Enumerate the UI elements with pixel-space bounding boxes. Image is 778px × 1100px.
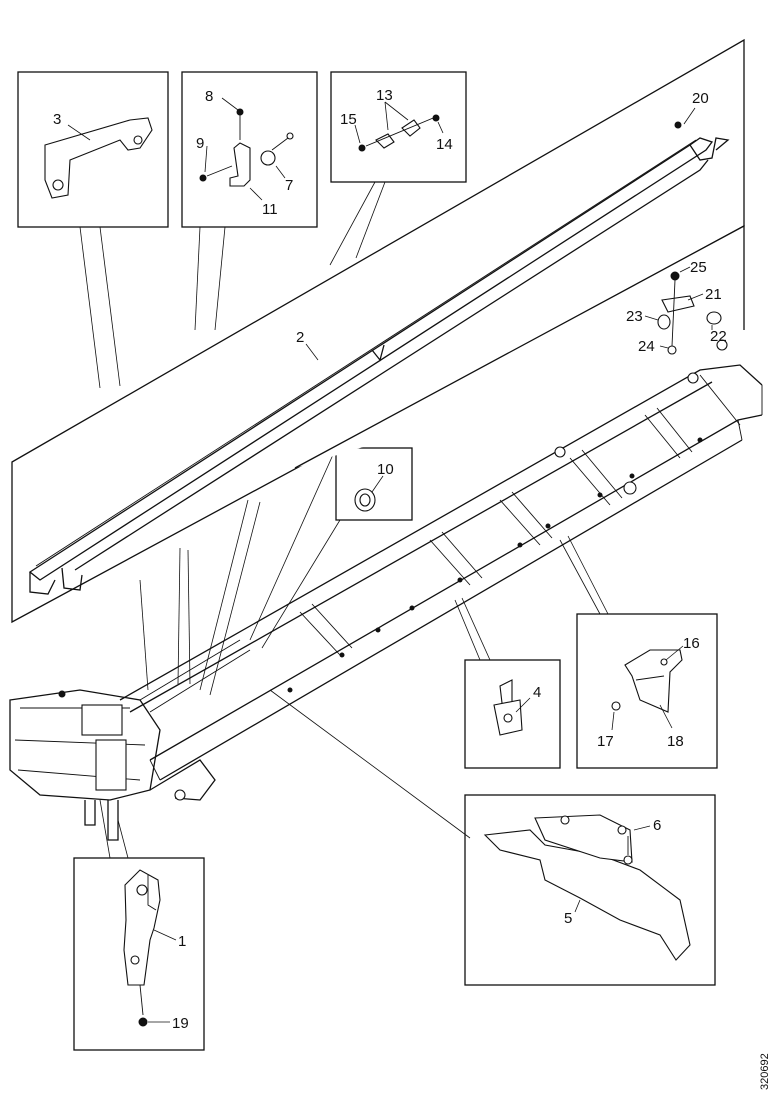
callout-4: 4 [533, 684, 541, 701]
callout-14: 14 [436, 136, 453, 153]
callout-20: 20 [692, 90, 709, 107]
inset-part-10: 10 [249, 447, 413, 649]
inset-parts-7-8-9-11: 8 9 7 11 [181, 71, 318, 331]
callout-8: 8 [205, 88, 213, 105]
callout-16: 16 [683, 635, 700, 652]
rail-panel [11, 38, 745, 624]
inset-parts-21-25: 25 21 23 22 24 [626, 259, 727, 355]
callout-5: 5 [564, 910, 572, 927]
callout-24: 24 [638, 338, 655, 355]
callout-22: 22 [710, 328, 727, 345]
callout-6: 6 [653, 817, 661, 834]
callout-19: 19 [172, 1015, 189, 1032]
callout-13: 13 [376, 87, 393, 104]
callout-10: 10 [377, 461, 394, 478]
inset-part-3: 3 [17, 71, 169, 389]
callout-11: 11 [262, 201, 278, 218]
callout-7: 7 [285, 177, 293, 194]
callout-18: 18 [667, 733, 684, 750]
callout-3: 3 [53, 111, 61, 128]
callout-17: 17 [597, 733, 614, 750]
inset-parts-1-19: 1 19 [73, 799, 205, 1051]
inset-parts-16-17-18: 16 17 18 [559, 535, 718, 769]
callout-21: 21 [705, 286, 722, 303]
inset-parts-5-6: 6 5 [269, 689, 716, 986]
callout-9: 9 [196, 135, 204, 152]
callout-25: 25 [690, 259, 707, 276]
document-number: 320692 [759, 1053, 771, 1090]
callout-2: 2 [296, 329, 304, 346]
callout-23: 23 [626, 308, 643, 325]
inset-parts-13-14-15: 13 15 14 [329, 71, 467, 266]
inset-part-4: 4 [454, 597, 561, 769]
callout-1: 1 [178, 933, 186, 950]
front-mount-assembly [9, 499, 261, 841]
chassis-frame [119, 224, 763, 781]
callout-15: 15 [340, 111, 357, 128]
